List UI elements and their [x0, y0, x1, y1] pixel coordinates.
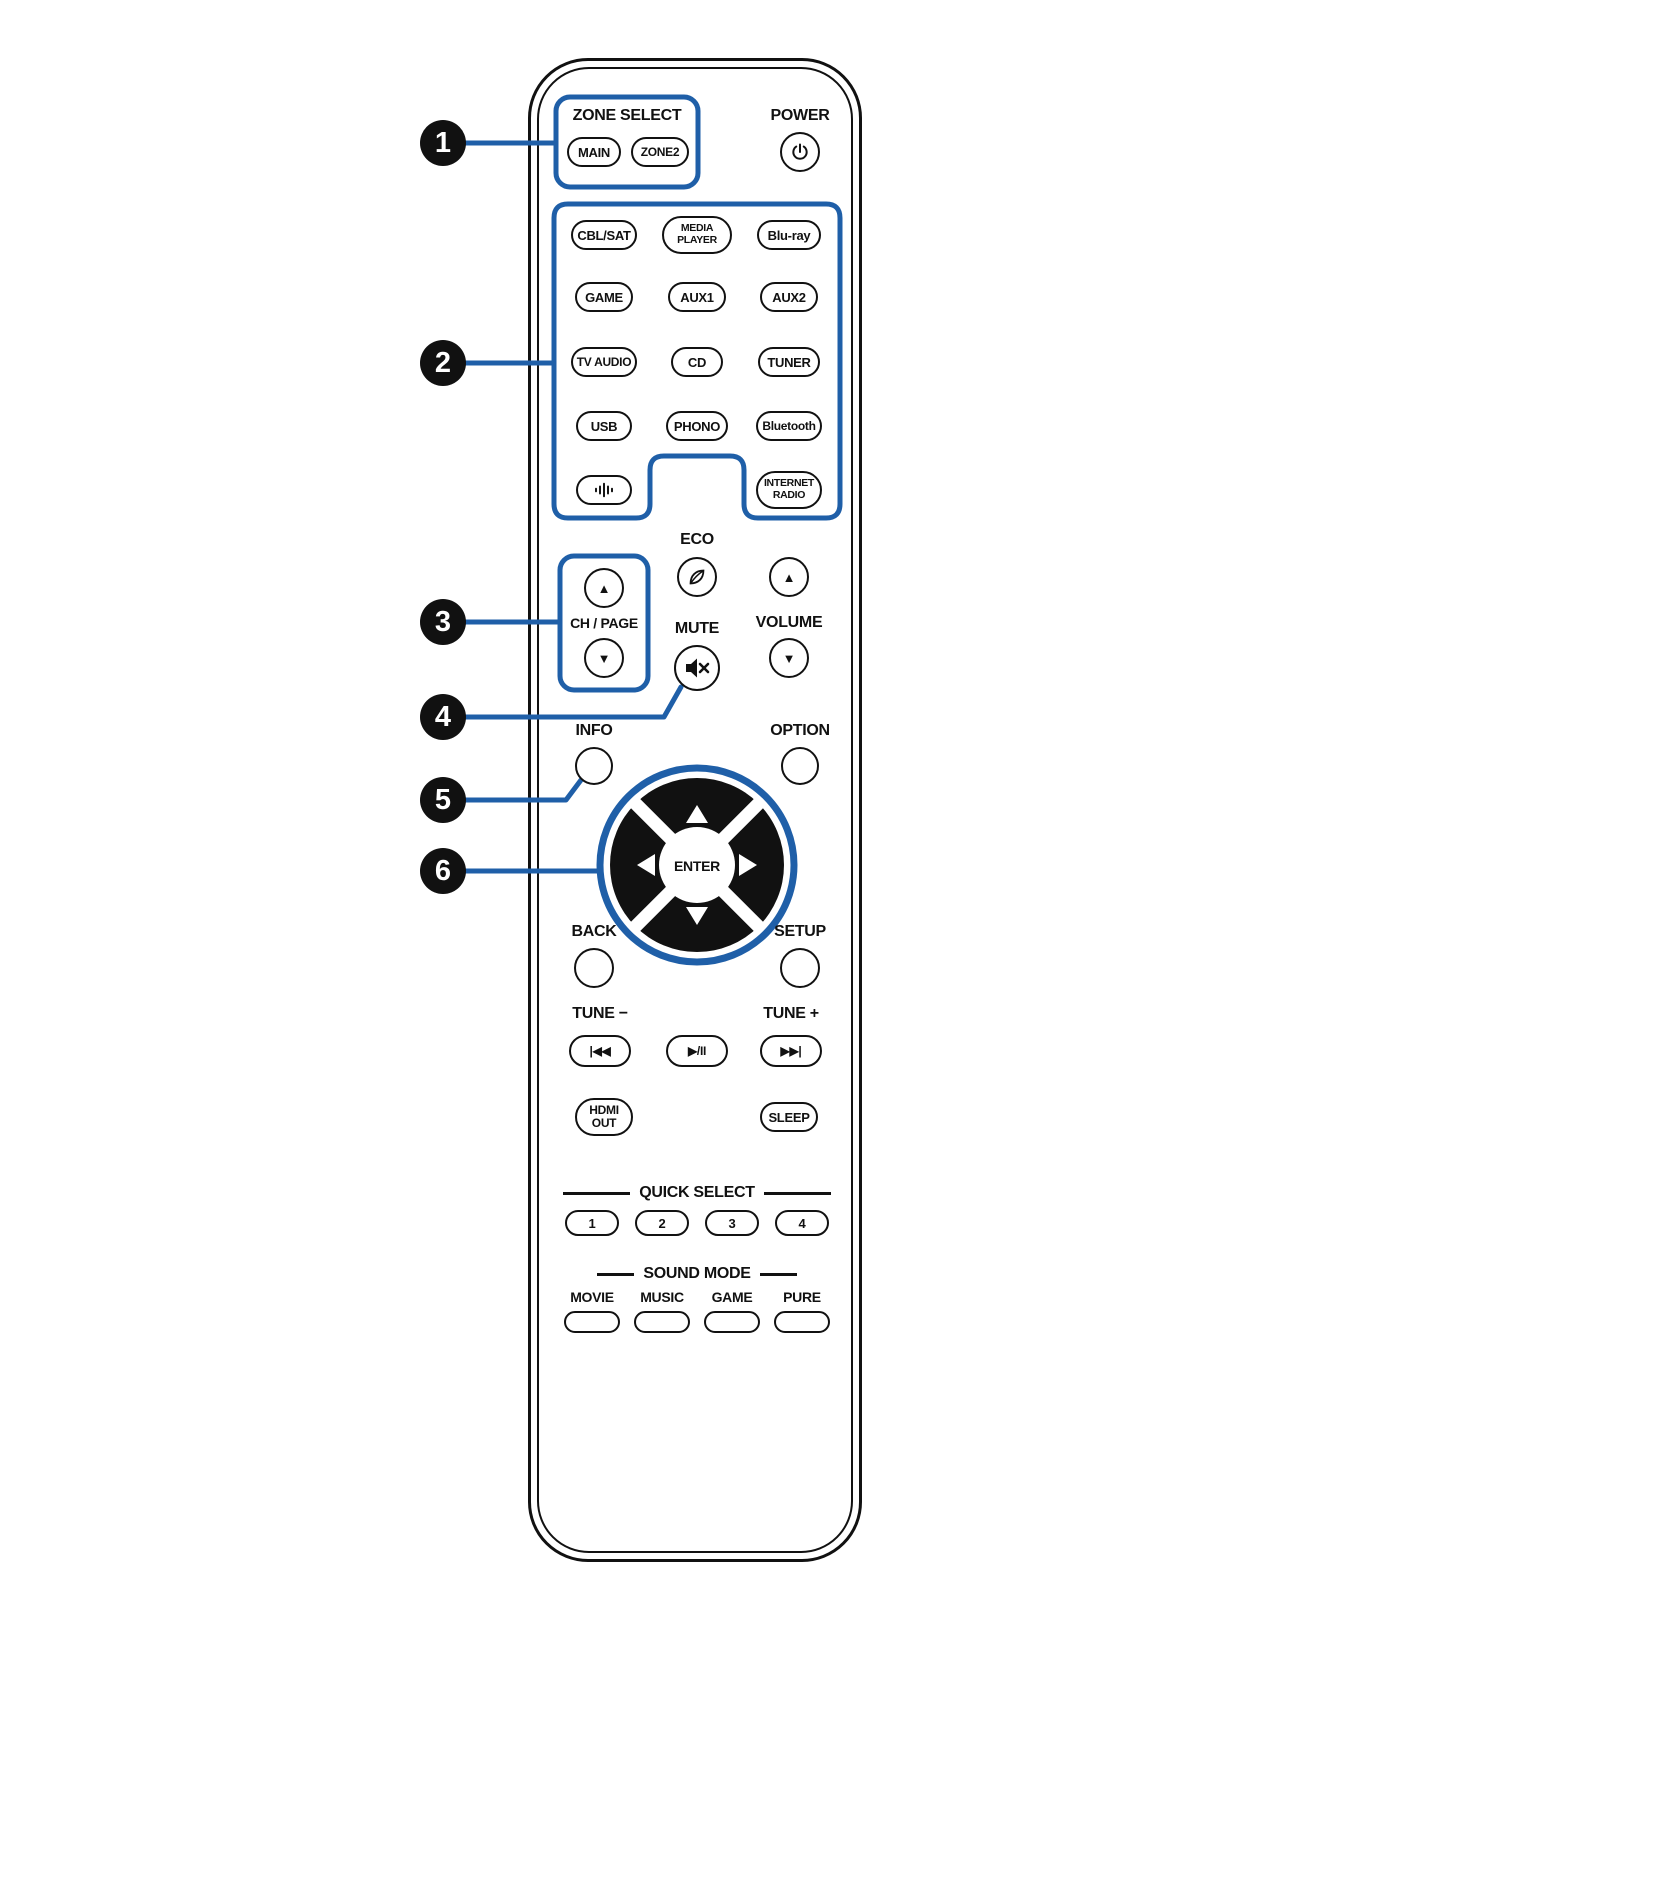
quick-select-label: QUICK SELECT [639, 1184, 755, 1201]
volume-label: VOLUME [755, 614, 823, 631]
leaf-icon [689, 569, 705, 585]
callout-ring-cursor-pad [596, 764, 798, 966]
quick-select-2-button[interactable]: 2 [635, 1210, 689, 1236]
power-button[interactable] [780, 132, 820, 172]
play-pause-button[interactable]: ▶/II [666, 1035, 728, 1067]
skip-forward-button[interactable]: ▶▶| [760, 1035, 822, 1067]
power-icon [792, 143, 808, 160]
source-internet-radio-button[interactable]: INTERNET RADIO [756, 471, 822, 509]
cursor-pad [596, 764, 798, 966]
quick-select-3-button[interactable]: 3 [705, 1210, 759, 1236]
sound-mode-pure-label: PURE [783, 1289, 821, 1305]
sound-mode-game-label: GAME [711, 1289, 753, 1305]
source-internet-radio-line2: RADIO [772, 489, 806, 501]
source-blu-ray-button[interactable]: Blu-ray [757, 220, 821, 250]
enter-button-face[interactable] [659, 827, 735, 903]
source-internet-radio-line1: INTERNET [763, 477, 815, 490]
nav-down-button[interactable] [686, 907, 708, 925]
source-media-player-button[interactable]: MEDIA PLAYER [662, 216, 732, 254]
quick-select-header: QUICK SELECT [563, 1184, 831, 1202]
callout-2: 2 [420, 340, 466, 386]
callout-1: 1 [420, 120, 466, 166]
setup-label: SETUP [774, 923, 826, 940]
source-tuner-button[interactable]: TUNER [758, 347, 820, 377]
volume-up-button[interactable]: ▲ [769, 557, 809, 597]
eco-button[interactable] [677, 557, 717, 597]
sound-mode-music-button[interactable] [634, 1311, 690, 1333]
hdmi-out-button[interactable]: HDMI OUT [575, 1098, 633, 1136]
option-label: OPTION [770, 722, 830, 739]
back-label: BACK [571, 923, 617, 940]
power-label: POWER [770, 107, 830, 124]
sound-mode-movie-button[interactable] [564, 1311, 620, 1333]
source-tv-audio-button[interactable]: TV AUDIO [571, 347, 637, 377]
source-game-button[interactable]: GAME [575, 282, 633, 312]
rule-line [597, 1272, 635, 1276]
sound-mode-header: SOUND MODE [597, 1265, 798, 1283]
nav-up-button[interactable] [686, 805, 708, 823]
source-cbl-sat-button[interactable]: CBL/SAT [571, 220, 637, 250]
source-aux1-button[interactable]: AUX1 [668, 282, 726, 312]
tune-plus-label: TUNE + [763, 1005, 819, 1022]
source-cd-button[interactable]: CD [671, 347, 723, 377]
ch-page-label: CH / PAGE [570, 615, 638, 631]
remote-inner-outline [537, 67, 853, 1553]
nav-right-button[interactable] [739, 854, 757, 876]
volume-down-button[interactable]: ▼ [769, 638, 809, 678]
source-media-player-line2: PLAYER [677, 234, 717, 246]
rule-line [759, 1272, 798, 1276]
speaker-mute-icon [686, 658, 710, 678]
option-button[interactable] [781, 747, 819, 785]
source-equalizer-button[interactable] [576, 475, 632, 505]
channel-page-up-button[interactable]: ▲ [584, 568, 624, 608]
mute-label: MUTE [674, 620, 720, 637]
channel-page-down-button[interactable]: ▼ [584, 638, 624, 678]
hdmi-out-line1: HDMI [589, 1102, 619, 1117]
quick-select-4-button[interactable]: 4 [775, 1210, 829, 1236]
equalizer-bars-icon [595, 482, 613, 498]
zone-select-label: ZONE SELECT [572, 107, 682, 124]
source-usb-button[interactable]: USB [576, 411, 632, 441]
quick-select-1-button[interactable]: 1 [565, 1210, 619, 1236]
rule-line [763, 1191, 831, 1195]
callout-5: 5 [420, 777, 466, 823]
skip-back-button[interactable]: |◀◀ [569, 1035, 631, 1067]
setup-button[interactable] [780, 948, 820, 988]
source-aux2-button[interactable]: AUX2 [760, 282, 818, 312]
rule-line [563, 1191, 631, 1195]
hdmi-out-line2: OUT [591, 1116, 617, 1130]
info-button[interactable] [575, 747, 613, 785]
eco-label: ECO [680, 531, 714, 548]
mute-button[interactable] [674, 645, 720, 691]
sound-mode-label: SOUND MODE [643, 1265, 751, 1282]
tune-minus-label: TUNE − [572, 1005, 628, 1022]
sound-mode-game-button[interactable] [704, 1311, 760, 1333]
sound-mode-pure-button[interactable] [774, 1311, 830, 1333]
source-media-player-line1: MEDIA [680, 222, 714, 235]
enter-button[interactable]: ENTER [674, 858, 720, 874]
back-button[interactable] [574, 948, 614, 988]
source-phono-button[interactable]: PHONO [666, 411, 728, 441]
nav-left-button[interactable] [637, 854, 655, 876]
zone2-button[interactable]: ZONE2 [631, 137, 689, 167]
sound-mode-movie-label: MOVIE [570, 1289, 614, 1305]
sleep-button[interactable]: SLEEP [760, 1102, 818, 1132]
source-bluetooth-button[interactable]: Bluetooth [756, 411, 822, 441]
callout-3: 3 [420, 599, 466, 645]
info-label: INFO [575, 722, 613, 739]
callout-4: 4 [420, 694, 466, 740]
main-zone-button[interactable]: MAIN [567, 137, 621, 167]
sound-mode-music-label: MUSIC [640, 1289, 684, 1305]
callout-6: 6 [420, 848, 466, 894]
